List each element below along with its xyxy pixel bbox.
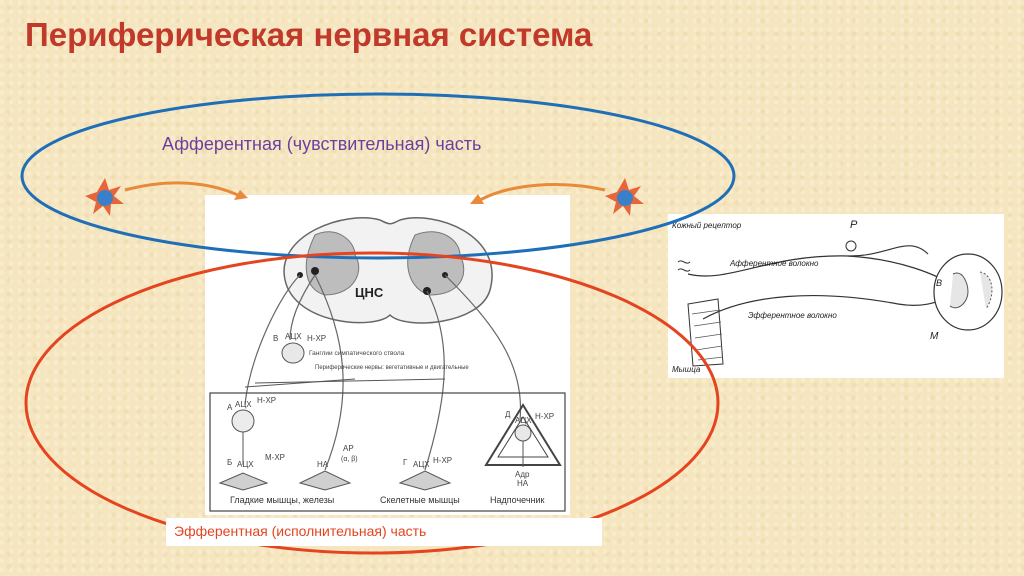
n-xr-label: Н-ХР (307, 334, 326, 343)
muscle-label: Мышца (672, 365, 701, 374)
ach-label: АЦХ (515, 416, 532, 425)
letter-a: А (227, 403, 233, 412)
efferent-label: Эфферентная (исполнительная) часть (174, 523, 427, 539)
page-title: Периферическая нервная система (25, 16, 593, 53)
reflex-diagram-panel: Кожный рецептор Афферентное волокно Эффе… (668, 214, 1004, 378)
efferent-label-box (166, 518, 602, 546)
cns-diagram: ЦНС АЦХ Н-ХР Ганглии симпатического ство… (209, 217, 566, 512)
gland-target (298, 470, 352, 491)
ar-sub-label: (α, β) (341, 456, 358, 463)
efferent-ellipse (24, 251, 720, 555)
bottom-label-smooth-muscle: Гладкие мышцы, железы (230, 495, 334, 505)
afferent-fiber-label: Афферентное волокно (729, 259, 819, 268)
afferent-arrow-left (124, 181, 241, 198)
neuron-dot (311, 267, 319, 275)
peripheral-nerves-label: Периферические нервы: вегетативные и дви… (315, 365, 469, 371)
ach-label: АЦХ (235, 400, 252, 409)
ha-label: НА (517, 479, 529, 488)
grey-matter-left (305, 231, 360, 296)
ganglia-label: Ганглии симпатического ствола (309, 350, 405, 357)
n-xr-label: Н-ХР (535, 412, 554, 421)
letter-v: В (936, 278, 942, 288)
letter-d: Д (505, 410, 511, 419)
adr-label: Адр (515, 470, 530, 479)
afferent-ellipse (20, 92, 736, 260)
reflex-diagram: Кожный рецептор Афферентное волокно Эффе… (672, 219, 1003, 374)
ganglion-p (845, 240, 857, 252)
bottom-label-adrenal: Надпочечник (490, 495, 545, 505)
cns-diagram-panel: ЦНС АЦХ Н-ХР Ганглии симпатического ство… (205, 195, 570, 515)
bottom-label-skeletal-muscle: Скелетные мышцы (380, 495, 460, 505)
ha-label: НА (317, 460, 329, 469)
ganglion-neuron (281, 342, 305, 364)
receptor-right-icon (605, 178, 644, 216)
afferent-fiber (687, 245, 929, 277)
ach-label: АЦХ (237, 460, 254, 469)
smooth-muscle-target (218, 472, 269, 491)
skin-receptor-label: Кожный рецептор (672, 221, 742, 230)
ach-label: АЦХ (285, 332, 302, 341)
ar-label: АР (343, 444, 354, 453)
letter-b: Б (227, 458, 232, 467)
effector-box (209, 392, 566, 512)
m-xr-label: М-ХР (265, 453, 285, 462)
skeletal-muscle-target (398, 470, 452, 491)
n-xr-label: Н-ХР (257, 396, 276, 405)
letter-p: Р (850, 219, 858, 231)
afferent-arrow-right (479, 183, 606, 202)
receptor-left-icon (85, 178, 124, 216)
letter-m: М (930, 331, 939, 342)
letter-g: Г (403, 458, 408, 467)
efferent-fiber-label: Эфферентное волокно (748, 311, 837, 320)
afferent-label: Афферентная (чувствительная) часть (162, 134, 482, 154)
n-xr-label: Н-ХР (433, 456, 452, 465)
cns-label: ЦНС (355, 285, 384, 300)
letter-v: В (273, 334, 278, 343)
ach-label: АЦХ (413, 460, 430, 469)
